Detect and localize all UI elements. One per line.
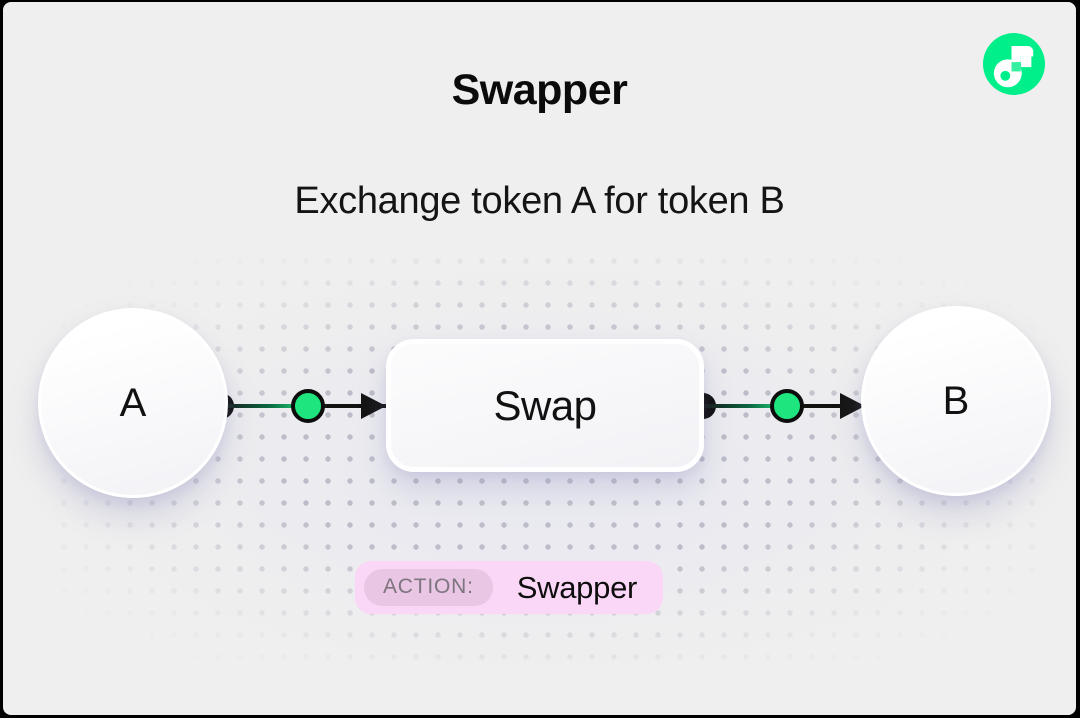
action-badge-label: ACTION:	[364, 569, 493, 606]
arrowhead-icon	[840, 393, 865, 419]
action-badge: ACTION: Swapper	[355, 561, 664, 614]
swap-action-box: Swap	[386, 339, 704, 472]
arrowhead-icon	[361, 393, 386, 419]
token-a-node: A	[38, 308, 228, 498]
token-b-node: B	[861, 306, 1051, 496]
diagram-stage: Swapper Exchange token A for token B A S…	[3, 2, 1076, 715]
connector-green-dot	[770, 389, 804, 423]
action-badge-value: Swapper	[516, 569, 638, 605]
token-b-label: B	[942, 378, 970, 423]
swap-action-label: Swap	[493, 381, 597, 429]
page-subtitle: Exchange token A for token B	[294, 180, 785, 222]
token-a-label: A	[119, 380, 147, 425]
connector-green-dot	[291, 389, 325, 423]
page-title: Swapper	[451, 66, 628, 114]
flow-logo-icon	[983, 33, 1045, 95]
